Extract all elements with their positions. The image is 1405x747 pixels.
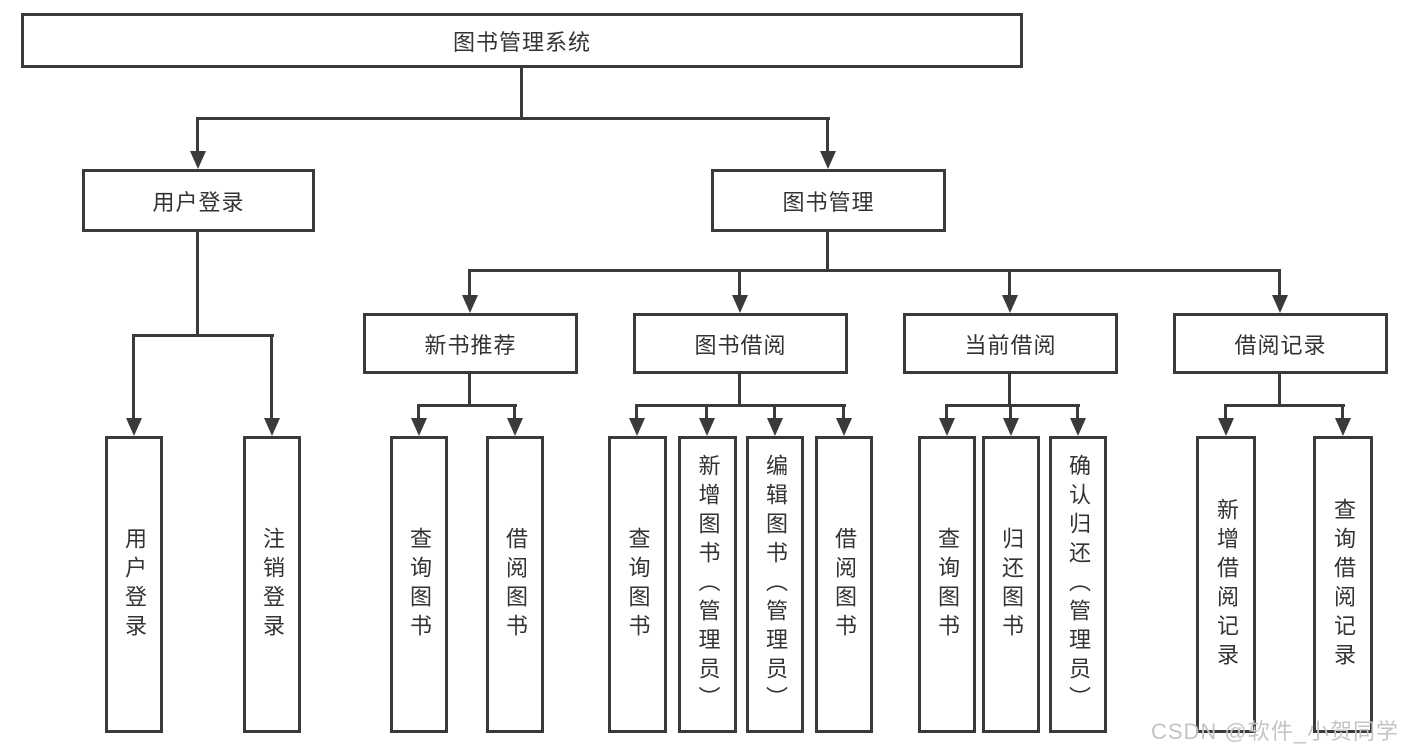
leaf-return-books: 归还图书: [982, 436, 1040, 733]
leaf-confirm-return-admin: 确认归还（管理员）: [1049, 436, 1107, 733]
leaf-query-books: 查询图书: [918, 436, 976, 733]
leaf-edit-books-admin: 编辑图书（管理员）: [746, 436, 804, 733]
connector-to-user-login: [196, 117, 199, 151]
connector-book-borrow-stem: [738, 374, 741, 407]
node-current-borrow: 当前借阅: [903, 313, 1118, 374]
connector-borrow-records-bus: [1224, 404, 1345, 407]
leaf-label: 新增借阅记录: [1214, 497, 1239, 672]
node-label: 用户登录: [152, 189, 245, 215]
connector-new-book-bus: [417, 404, 517, 407]
connector-root-stem: [520, 68, 523, 118]
arrowhead-icon: [836, 418, 852, 436]
node-new-book-recommend: 新书推荐: [363, 313, 578, 374]
leaf-label: 注销登录: [260, 526, 285, 643]
arrowhead-icon: [1002, 295, 1018, 313]
connector-borrow-records-stem: [1278, 374, 1281, 407]
connector-current-borrow-stem: [1008, 374, 1011, 407]
node-label: 借阅记录: [1234, 332, 1327, 358]
leaf-label: 查询借阅记录: [1331, 497, 1356, 672]
leaf-add-borrow-record: 新增借阅记录: [1196, 436, 1256, 733]
connector-to-new-book: [468, 269, 471, 295]
leaf-user-login: 用户登录: [105, 436, 163, 733]
connector-user-login-bus: [132, 334, 274, 337]
arrowhead-icon: [1003, 418, 1019, 436]
arrowhead-icon: [699, 418, 715, 436]
connector-to-leaf: [1341, 404, 1344, 418]
connector-level3-bus: [468, 269, 1281, 272]
arrowhead-icon: [629, 418, 645, 436]
arrowhead-icon: [1218, 418, 1234, 436]
connector-to-leaf: [417, 404, 420, 418]
node-label: 新书推荐: [424, 332, 517, 358]
connector-to-leaf: [1224, 404, 1227, 418]
leaf-query-borrow-record: 查询借阅记录: [1313, 436, 1373, 733]
arrowhead-icon: [820, 151, 836, 169]
node-user-login: 用户登录: [82, 169, 315, 232]
connector-current-borrow-bus: [945, 404, 1080, 407]
arrowhead-icon: [1070, 418, 1086, 436]
connector-book-borrow-bus: [635, 404, 846, 407]
leaf-label: 查询图书: [935, 526, 960, 643]
node-label: 当前借阅: [964, 332, 1057, 358]
leaf-label: 借阅图书: [503, 526, 528, 643]
connector-to-leaf: [635, 404, 638, 418]
node-label: 图书管理系统: [452, 29, 591, 55]
connector-to-leaf: [945, 404, 948, 418]
leaf-logout: 注销登录: [243, 436, 301, 733]
node-book-management: 图书管理: [711, 169, 946, 232]
connector-to-leaf: [270, 334, 273, 418]
connector-user-login-stem: [196, 232, 199, 335]
leaf-label: 查询图书: [407, 526, 432, 643]
leaf-query-books: 查询图书: [390, 436, 448, 733]
connector-to-leaf: [705, 404, 708, 418]
leaf-label: 用户登录: [122, 526, 147, 643]
connector-to-book-mgmt: [826, 117, 829, 151]
leaf-label: 新增图书（管理员）: [695, 454, 721, 715]
connector-book-mgmt-stem: [826, 232, 829, 272]
node-book-borrow: 图书借阅: [633, 313, 848, 374]
arrowhead-icon: [411, 418, 427, 436]
leaf-borrow-books: 借阅图书: [486, 436, 544, 733]
connector-to-leaf: [842, 404, 845, 418]
arrowhead-icon: [190, 151, 206, 169]
leaf-query-books: 查询图书: [608, 436, 667, 733]
node-library-management-system: 图书管理系统: [21, 13, 1023, 68]
connector-new-book-stem: [468, 374, 471, 407]
node-label: 图书借阅: [694, 332, 787, 358]
arrowhead-icon: [1335, 418, 1351, 436]
node-label: 图书管理: [782, 189, 875, 215]
connector-to-current-borrow: [1008, 269, 1011, 295]
leaf-add-books-admin: 新增图书（管理员）: [678, 436, 737, 733]
leaf-label: 查询图书: [625, 526, 651, 643]
leaf-borrow-books: 借阅图书: [815, 436, 873, 733]
leaf-label: 确认归还（管理员）: [1066, 454, 1091, 715]
arrowhead-icon: [1272, 295, 1288, 313]
leaf-label: 归还图书: [999, 526, 1024, 643]
connector-to-leaf: [132, 334, 135, 418]
arrowhead-icon: [939, 418, 955, 436]
arrowhead-icon: [264, 418, 280, 436]
connector-to-book-borrow: [738, 269, 741, 295]
connector-to-leaf: [1076, 404, 1079, 418]
csdn-watermark: CSDN @软件_小贺同学: [1150, 719, 1399, 744]
node-borrow-records: 借阅记录: [1173, 313, 1388, 374]
arrowhead-icon: [507, 418, 523, 436]
connector-level2-bus: [196, 117, 830, 120]
connector-to-leaf: [1009, 404, 1012, 418]
arrowhead-icon: [732, 295, 748, 313]
arrowhead-icon: [767, 418, 783, 436]
connector-to-leaf: [513, 404, 516, 418]
arrowhead-icon: [462, 295, 478, 313]
connector-to-borrow-records: [1278, 269, 1281, 295]
arrowhead-icon: [126, 418, 142, 436]
connector-to-leaf: [773, 404, 776, 418]
leaf-label: 编辑图书（管理员）: [763, 454, 788, 715]
leaf-label: 借阅图书: [832, 526, 857, 643]
